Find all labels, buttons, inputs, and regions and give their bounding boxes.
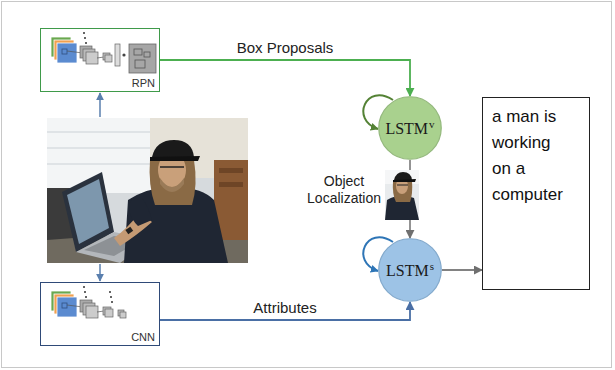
cell-name: LSTM [386,262,429,279]
network-icon [105,309,113,317]
flow-arrow [99,93,101,117]
network-icon [62,49,67,54]
box-label: CNN [131,331,155,343]
input-photo [160,166,184,168]
cell-name: LSTM [385,120,428,137]
input-photo [47,118,248,263]
step-label: Object Localization [307,173,381,207]
box-label: RPN [132,77,155,89]
network-icon [84,37,86,39]
input-photo [129,198,152,226]
input-photo [219,168,243,173]
network-icon [57,297,77,317]
localized-crop [394,172,412,180]
connector-arrow [160,60,410,96]
network-icon [86,306,98,318]
connector-arrow [442,269,482,271]
network-icon [85,42,87,44]
localized-crop [385,170,419,220]
localized-crop [385,170,419,184]
network-icon [62,303,67,308]
network-icon [144,52,150,57]
lstm-label: LSTMs [386,260,434,280]
cell-superscript: v [429,118,435,130]
localized-crop [397,185,408,186]
flow-arrow [99,264,101,281]
network-icon [115,44,120,66]
network-icon [51,286,126,318]
input-photo [67,179,109,244]
lstm-circle: LSTMs [378,238,442,302]
edge-label: Attributes [251,299,318,316]
input-photo [150,156,200,161]
network-icon [57,43,77,63]
network-icon [83,32,85,34]
network-icon [105,55,112,62]
lstm-circle: LSTMv [378,96,442,160]
edge-label: Box Proposals [235,39,336,56]
network-icon [83,286,85,288]
cell-superscript: s [430,260,434,272]
input-photo [125,227,133,235]
circle-outline [379,97,442,160]
input-photo [160,178,184,192]
rpn-box: RPN [40,28,160,92]
network-icon [86,52,98,64]
input-photo [219,182,243,187]
cnn-box: CNN [40,282,160,346]
lstm-label: LSTMv [385,118,434,138]
input-photo [47,118,248,263]
caption-box: a man is working on a computer [482,97,590,290]
network-icon [110,296,112,298]
network-icon [85,296,87,298]
caption-text: a man is working on a computer [492,104,563,208]
network-icon [51,32,156,73]
network-icon [135,60,145,68]
circle-outline [379,239,442,302]
network-icon [120,312,126,318]
localized-crop [385,170,419,220]
network-icon [84,291,86,293]
network-icon [122,53,125,56]
network-icon [134,49,142,55]
network-icon [111,301,113,303]
network-icon [109,291,111,293]
input-photo [152,140,194,157]
localized-crop [393,179,416,182]
network-icon [129,44,156,73]
